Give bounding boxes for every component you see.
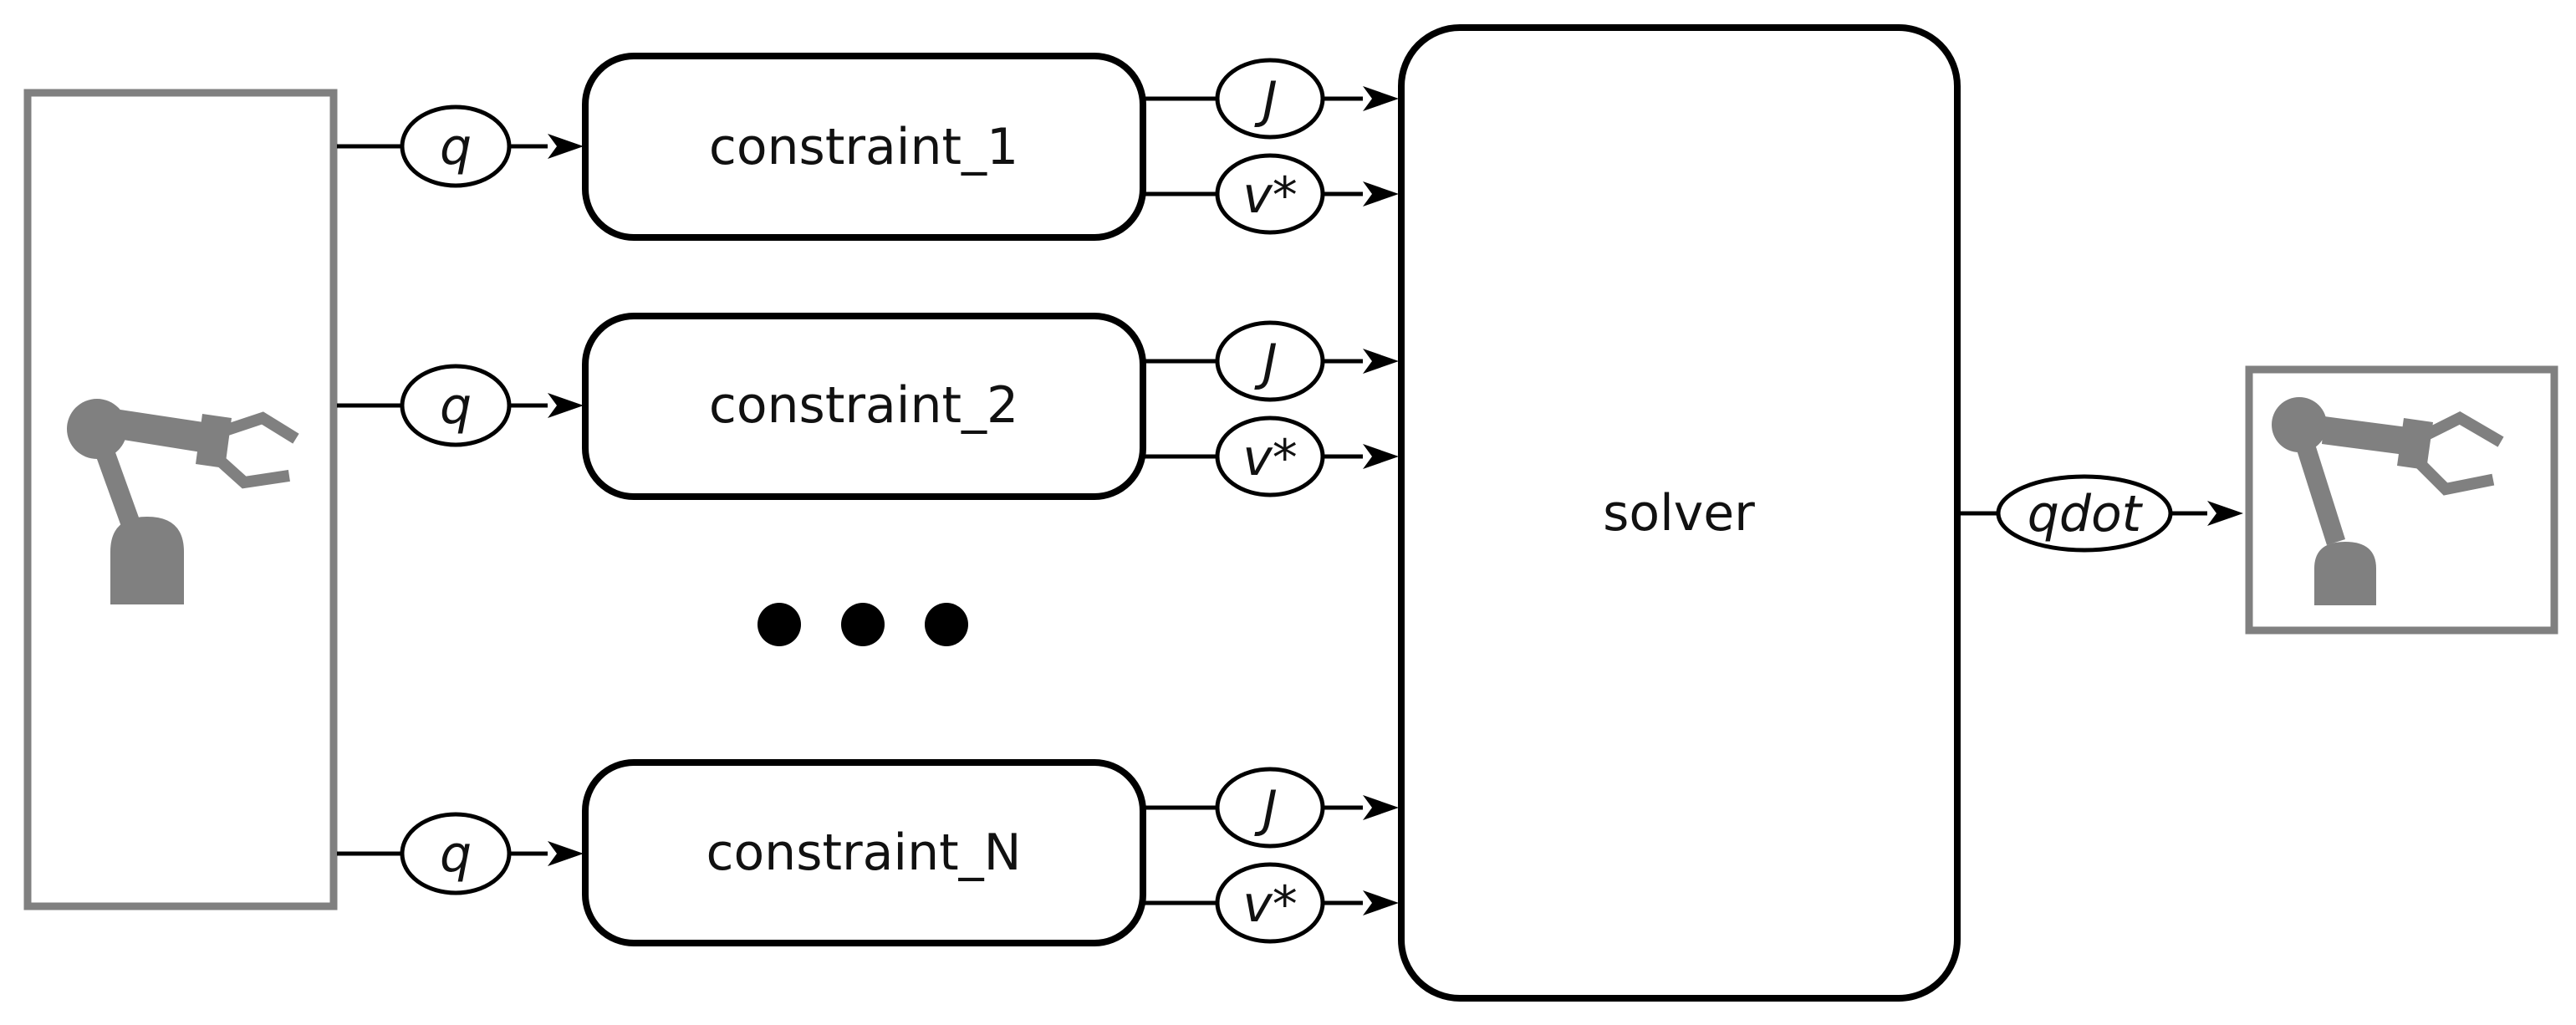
- v-star-output-label: v*: [1242, 166, 1298, 225]
- constraint-2-label: constraint_2: [709, 376, 1018, 435]
- source-robot-panel: [23, 89, 338, 910]
- qdot-output-label: qdot: [2028, 485, 2144, 543]
- constraint-row-2: q constraint_2 J v*: [337, 313, 1399, 500]
- solver-output: qdot: [1957, 474, 2243, 553]
- q-input-label: q: [440, 118, 472, 176]
- source-robot-arm-icon: [67, 399, 299, 604]
- constraint-n-label: constraint_N: [706, 824, 1021, 882]
- solver-label: solver: [1603, 484, 1755, 543]
- constraint-1-label: constraint_1: [709, 118, 1018, 176]
- ellipsis-dots-icon: [757, 603, 968, 646]
- constraint-row-n: q constraint_N J v*: [337, 759, 1399, 946]
- constraint-2-box: [582, 313, 1146, 500]
- v-star-output-label: v*: [1242, 429, 1298, 487]
- target-robot-arm-icon: [2272, 397, 2504, 605]
- constraint-1-box: [582, 53, 1146, 241]
- q-input-label: q: [440, 377, 472, 436]
- constraint-n-box: [582, 759, 1146, 946]
- q-input-label: q: [440, 825, 472, 884]
- solver-block: solver: [1398, 24, 1961, 1002]
- v-star-output-label: v*: [1242, 875, 1298, 934]
- constraint-row-1: q constraint_1 J v*: [337, 53, 1399, 241]
- target-robot-panel: [2245, 365, 2558, 635]
